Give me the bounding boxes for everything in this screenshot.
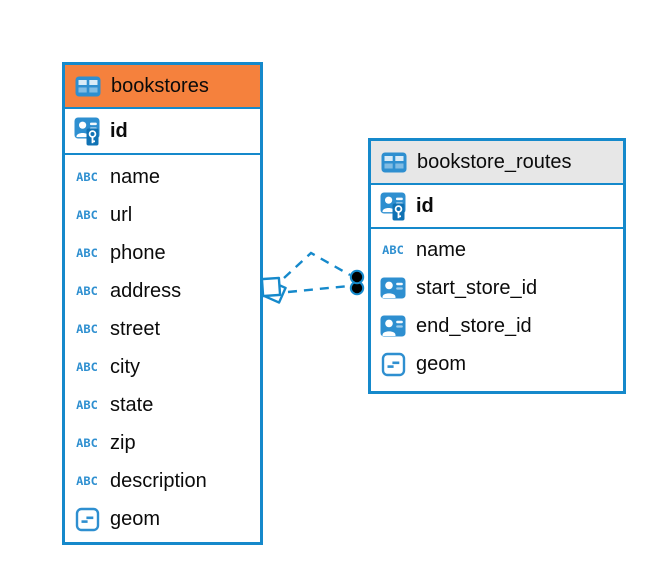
column-name: geom [416, 352, 467, 375]
text-type-icon: ABC [76, 284, 98, 298]
text-type-icon: ABC [382, 243, 404, 257]
relationship-line-lower[interactable] [287, 284, 350, 294]
geometry-type-icon [72, 507, 102, 532]
column-row-id[interactable]: id [371, 185, 623, 229]
column-row-phone[interactable]: ABC phone [65, 234, 260, 272]
text-type-icon: ABC [76, 322, 98, 336]
text-type-icon: ABC [76, 246, 98, 260]
column-row-geom[interactable]: geom [65, 500, 260, 538]
reference-type-icon [378, 315, 408, 337]
geometry-type-icon [378, 352, 408, 377]
primary-key-icon [378, 192, 408, 221]
column-name: city [110, 355, 140, 378]
relationship-dot-marker[interactable] [349, 269, 365, 296]
column-row-start_store_id[interactable]: start_store_id [371, 269, 623, 307]
column-name: phone [110, 241, 166, 264]
table-icon [379, 152, 409, 173]
column-name: start_store_id [416, 276, 538, 299]
column-row-state[interactable]: ABC state [65, 386, 260, 424]
column-name: address [110, 279, 182, 302]
column-name: street [110, 317, 161, 340]
table-bookstore-routes[interactable]: bookstore_routes id ABC name start_store_i… [368, 138, 626, 394]
table-title: bookstore_routes [417, 150, 572, 173]
column-row-end_store_id[interactable]: end_store_id [371, 307, 623, 345]
reference-type-icon [378, 277, 408, 299]
primary-key-name: id [110, 119, 128, 142]
table-bookstores-header[interactable]: bookstores [65, 65, 260, 109]
column-row-zip[interactable]: ABC zip [65, 424, 260, 462]
column-name: url [110, 203, 133, 226]
column-row-description[interactable]: ABC description [65, 462, 260, 500]
text-type-icon: ABC [76, 436, 98, 450]
column-name: geom [110, 507, 161, 530]
column-row-name[interactable]: ABC name [65, 158, 260, 196]
column-row-city[interactable]: ABC city [65, 348, 260, 386]
primary-key-name: id [416, 194, 434, 217]
column-row-address[interactable]: ABC address [65, 272, 260, 310]
text-type-icon: ABC [76, 208, 98, 222]
primary-key-icon [72, 117, 102, 146]
column-name: zip [110, 431, 136, 454]
table-title: bookstores [111, 74, 209, 97]
text-type-icon: ABC [76, 170, 98, 184]
text-type-icon: ABC [76, 474, 98, 488]
column-name: end_store_id [416, 314, 532, 337]
text-type-icon: ABC [76, 360, 98, 374]
table-icon [73, 76, 103, 97]
relationship-line-upper[interactable] [283, 251, 351, 279]
column-row-geom[interactable]: geom [371, 345, 623, 383]
column-row-url[interactable]: ABC url [65, 196, 260, 234]
text-type-icon: ABC [76, 398, 98, 412]
column-name: name [110, 165, 161, 188]
column-name: state [110, 393, 154, 416]
table-bookstore-routes-header[interactable]: bookstore_routes [371, 141, 623, 185]
column-row-id[interactable]: id [65, 109, 260, 155]
column-name: name [416, 238, 467, 261]
column-name: description [110, 469, 207, 492]
column-row-name[interactable]: ABC name [371, 231, 623, 269]
relationship-diamond-marker[interactable] [260, 276, 287, 304]
column-row-street[interactable]: ABC street [65, 310, 260, 348]
